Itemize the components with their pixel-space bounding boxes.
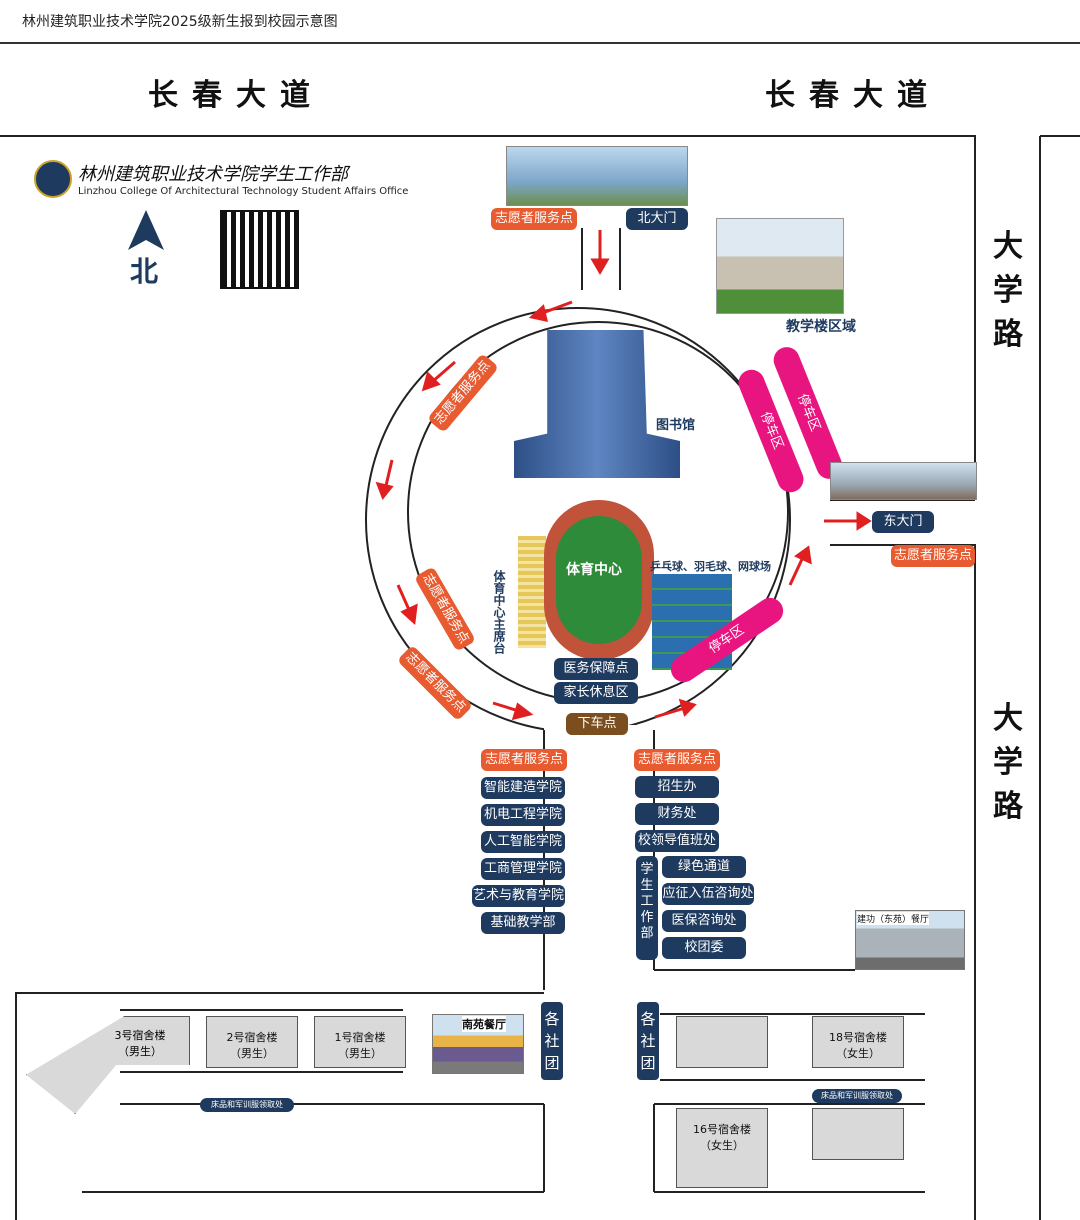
east-gate-label: 东大门 [872,511,934,533]
north-gate-photo [506,146,688,206]
dorm-3-name: 3号宿舍楼 [114,1029,166,1042]
road-label-east-top: 大学路 [993,229,1023,352]
college-item[interactable]: 机电工程学院 [481,804,565,826]
office-list: 招生办 财务处 校领导值班处 [635,776,721,852]
road-label-north-right: 长春大道 [765,78,941,113]
teaching-area-label: 教学楼区域 [786,319,856,335]
dorm-2-name: 2号宿舍楼 [226,1031,278,1044]
library-label: 图书馆 [656,418,696,433]
student-affairs-list: 绿色通道 应征入伍咨询处 医保咨询处 校团委 [662,856,754,959]
north-label: 北 [130,255,159,288]
dorm-2-gender: （男生） [230,1047,274,1060]
volunteer-point-north: 志愿者服务点 [491,208,577,230]
east-gate-photo [830,462,977,500]
college-item[interactable]: 艺术与教育学院 [472,885,565,907]
clubs-left[interactable]: 各社团 [541,1002,563,1080]
parents-rest-area[interactable]: 家长休息区 [554,682,638,704]
dorm-unnamed-east [676,1016,768,1068]
football-field [556,516,642,644]
header-bar: 林州建筑职业技术学院2025级新生报到校园示意图 [0,0,1080,44]
bedding-pickup-left[interactable]: 床品和军训服领取处 [200,1098,294,1112]
courts-label: 乒乓球、羽毛球、网球场 [650,560,771,573]
dorm-2[interactable]: 2号宿舍楼 （男生） [206,1016,298,1068]
dorm-1[interactable]: 1号宿舍楼 （男生） [314,1016,406,1068]
dorm-1-gender: （男生） [338,1047,382,1060]
building-unnamed-east [812,1108,904,1160]
road-label-east-bottom: 大学路 [993,701,1023,824]
dorm-18-gender: （女生） [836,1047,880,1060]
volunteer-point-south-left: 志愿者服务点 [481,749,567,771]
dorm-16-gender: （女生） [700,1139,744,1152]
college-item[interactable]: 人工智能学院 [481,831,565,853]
qr-code-icon [220,210,299,289]
campus-boundary-north [0,135,976,500]
south-canteen-label: 南苑餐厅 [462,1016,506,1032]
dorm-1-name: 1号宿舍楼 [334,1031,386,1044]
dorm-18[interactable]: 18号宿舍楼 （女生） [812,1016,904,1068]
school-logo-icon [34,160,72,198]
road-label-north-left: 长春大道 [148,78,324,113]
office-item[interactable]: 招生办 [635,776,719,798]
college-item[interactable]: 工商管理学院 [481,858,565,880]
dorm-16[interactable]: 16号宿舍楼 （女生） [676,1108,768,1188]
dorm-3-label[interactable]: 3号宿舍楼 （男生） [98,1027,182,1059]
medical-point[interactable]: 医务保障点 [554,658,638,680]
dorm-3-gender: （男生） [118,1045,162,1058]
volunteer-point-east: 志愿者服务点 [891,545,975,567]
college-item[interactable]: 智能建造学院 [481,777,565,799]
east-canteen-label: 建功（东苑）餐厅 [857,912,930,925]
campus-boundary-east [830,544,976,1220]
student-affairs-item[interactable]: 医保咨询处 [662,910,746,932]
page-title: 林州建筑职业技术学院2025级新生报到校园示意图 [22,14,338,30]
sports-center-label: 体育中心 [566,562,622,578]
volunteer-point-south-right: 志愿者服务点 [634,749,720,771]
grandstand [518,536,546,648]
logo-name-cn: 林州建筑职业技术学院学生工作部 [78,164,348,185]
student-affairs-item[interactable]: 应征入伍咨询处 [662,883,754,905]
office-item[interactable]: 财务处 [635,803,719,825]
student-affairs-label: 学生工作部 [636,856,658,960]
dorm-18-name: 18号宿舍楼 [829,1031,887,1044]
north-arrow-icon [128,210,164,250]
teaching-building-photo [716,218,844,314]
student-affairs-item[interactable]: 校团委 [662,937,746,959]
dorm-16-name: 16号宿舍楼 [693,1123,751,1136]
dropoff-point[interactable]: 下车点 [566,713,628,735]
guide-arrows [375,230,872,721]
office-item[interactable]: 校领导值班处 [635,830,719,852]
logo-name-en: Linzhou College Of Architectural Technol… [78,186,409,197]
clubs-right[interactable]: 各社团 [637,1002,659,1080]
college-list: 智能建造学院 机电工程学院 人工智能学院 工商管理学院 艺术与教育学院 基础教学… [472,777,566,934]
north-gate-label: 北大门 [626,208,688,230]
student-affairs-item[interactable]: 绿色通道 [662,856,746,878]
college-item[interactable]: 基础教学部 [481,912,565,934]
grandstand-label: 体育中心主席台 [492,570,506,654]
bedding-pickup-right[interactable]: 床品和军训服领取处 [812,1089,902,1103]
